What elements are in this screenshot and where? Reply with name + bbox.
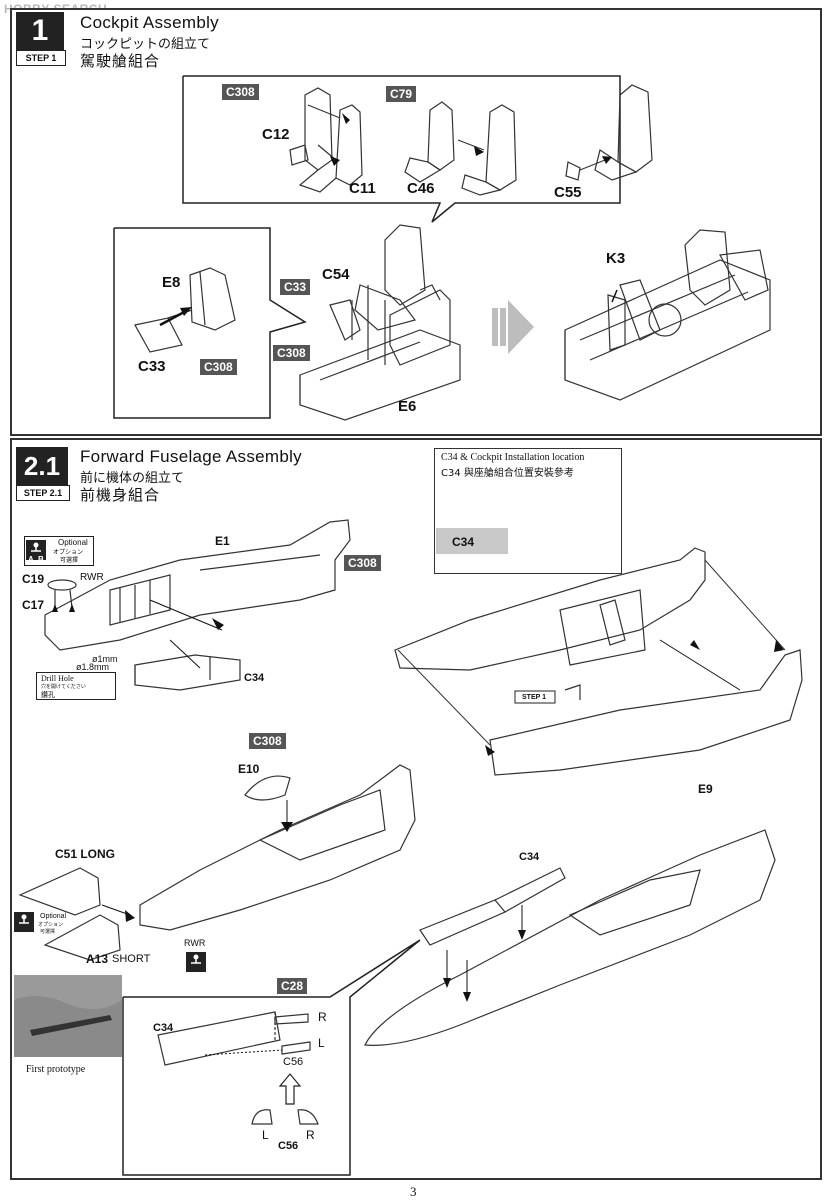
part-label-c56-2: C56 xyxy=(278,1140,299,1152)
install-note-line1: C34 & Cockpit Installation location xyxy=(441,452,585,463)
part-label-c46: C46 xyxy=(407,180,435,197)
part-label-short: SHORT xyxy=(112,953,151,965)
drill-hole-jp: 穴を開けてください xyxy=(41,684,86,690)
optional-label-2-jp: オプション xyxy=(38,922,64,928)
optional-a: A xyxy=(28,555,34,564)
part-label-c17: C17 xyxy=(22,598,45,612)
page-number: 3 xyxy=(410,1184,417,1199)
label-l-1: L xyxy=(318,1036,325,1050)
part-label-c33: C33 xyxy=(138,358,166,375)
part-label-c34: C34 xyxy=(244,672,265,684)
optional-label-en: Optional xyxy=(58,538,88,547)
dim-1mm: ø1mm xyxy=(92,654,118,664)
label-r-1: R xyxy=(318,1010,327,1024)
label-l-2: L xyxy=(262,1128,269,1142)
step21-title-cn: 前機身組合 xyxy=(80,486,161,504)
part-label-k3: K3 xyxy=(606,250,626,267)
install-note-line2: C34 與座艙組合位置安裝參考 xyxy=(441,468,574,479)
part-tag-c79: C79 xyxy=(386,86,417,102)
branch-icon xyxy=(19,914,29,924)
part-label-c19: C19 xyxy=(22,572,45,586)
optional-icon-3 xyxy=(186,952,206,972)
part-label-c34-2: C34 xyxy=(519,851,540,863)
step21-frame xyxy=(10,438,822,1180)
optional-icon-2 xyxy=(14,912,34,932)
part-label-c12: C12 xyxy=(262,126,290,143)
drill-hole-en: Drill Hole xyxy=(41,674,74,683)
part-label-c51-long: C51 LONG xyxy=(55,847,116,861)
step1-reference: STEP 1 xyxy=(522,694,546,701)
part-label-c54: C54 xyxy=(322,266,350,283)
part-label-e9: E9 xyxy=(698,782,713,796)
step21-number: 2.1 xyxy=(16,447,68,485)
dim-18mm: ø1.8mm xyxy=(76,662,110,672)
drill-hole-cn: 鑽孔 xyxy=(41,691,55,699)
step1-number: 1 xyxy=(16,12,64,50)
drill-hole-box: Drill Hole 穴を開けてください 鑽孔 xyxy=(36,672,116,700)
step1-frame xyxy=(10,8,822,436)
branch-icon xyxy=(191,954,201,964)
photo-caption: First prototype xyxy=(26,1064,86,1075)
step1-title-cn: 駕駛艙組合 xyxy=(80,52,161,70)
part-label-c56-1: C56 xyxy=(283,1056,304,1068)
part-tag-c308: C308 xyxy=(222,84,259,100)
part-label-e1: E1 xyxy=(215,534,230,548)
part-tag-c33: C33 xyxy=(280,279,311,295)
part-label-c11: C11 xyxy=(349,180,376,197)
part-tag-c28: C28 xyxy=(277,978,308,994)
optional-box xyxy=(24,536,94,566)
optional-label-cn: 可選擇 xyxy=(60,557,79,564)
part-label-c55: C55 xyxy=(554,184,582,201)
label-r-2: R xyxy=(306,1128,315,1142)
part-label-a13: A13 xyxy=(86,952,109,966)
part-label-e10: E10 xyxy=(238,762,260,776)
part-label-e8: E8 xyxy=(162,274,181,291)
part-tag-c308: C308 xyxy=(200,359,237,375)
step21-label: STEP 2.1 xyxy=(16,485,70,501)
optional-label-jp: オプション xyxy=(53,549,84,556)
install-c34-highlight xyxy=(436,528,508,554)
part-label-rwr: RWR xyxy=(80,572,104,583)
step21-title-en: Forward Fuselage Assembly xyxy=(80,447,302,466)
part-label-rwr-2: RWR xyxy=(184,938,206,948)
step1-title-en: Cockpit Assembly xyxy=(80,13,219,32)
optional-label-2-en: Optional xyxy=(40,913,67,920)
part-tag-c308: C308 xyxy=(249,733,286,749)
install-c34-label: C34 xyxy=(452,535,475,549)
part-tag-c308: C308 xyxy=(273,345,310,361)
part-label-e6: E6 xyxy=(398,398,417,415)
branch-icon xyxy=(31,542,41,552)
part-label-c34-3: C34 xyxy=(153,1022,174,1034)
optional-label-2-cn: 可選擇 xyxy=(40,929,56,935)
part-tag-c308: C308 xyxy=(344,555,381,571)
step1-title-jp: コックピットの組立て xyxy=(80,37,211,52)
step1-label: STEP 1 xyxy=(16,50,66,66)
step21-title-jp: 前に機体の組立て xyxy=(80,471,185,486)
optional-b: B xyxy=(38,555,44,564)
optional-icon xyxy=(26,540,46,560)
